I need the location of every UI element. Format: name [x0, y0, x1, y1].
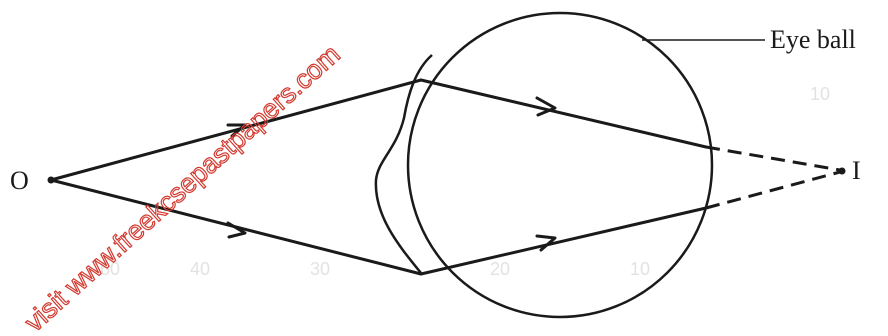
lower-dashed-extension: [706, 172, 840, 208]
upper-dashed-extension: [706, 147, 840, 170]
eye-lens-outline: [376, 55, 432, 273]
ghost-number: 20: [490, 259, 510, 279]
arrowhead-lower-incident: [228, 223, 245, 237]
watermark: visit www.freekcsepastpapers.com: [19, 39, 346, 336]
object-label: O: [10, 166, 29, 195]
object-point: [48, 177, 55, 184]
ghost-number: 10: [810, 84, 830, 104]
image-point: [839, 168, 846, 175]
upper-refracted-ray: [421, 80, 706, 147]
ghost-number: 30: [310, 259, 330, 279]
eyeball-label: Eye ball: [770, 25, 856, 54]
image-label: I: [852, 156, 861, 185]
lower-refracted-ray: [421, 208, 706, 274]
eyeball-outline: [408, 13, 712, 317]
ghost-number: 10: [630, 259, 650, 279]
ghost-number: 40: [190, 259, 210, 279]
